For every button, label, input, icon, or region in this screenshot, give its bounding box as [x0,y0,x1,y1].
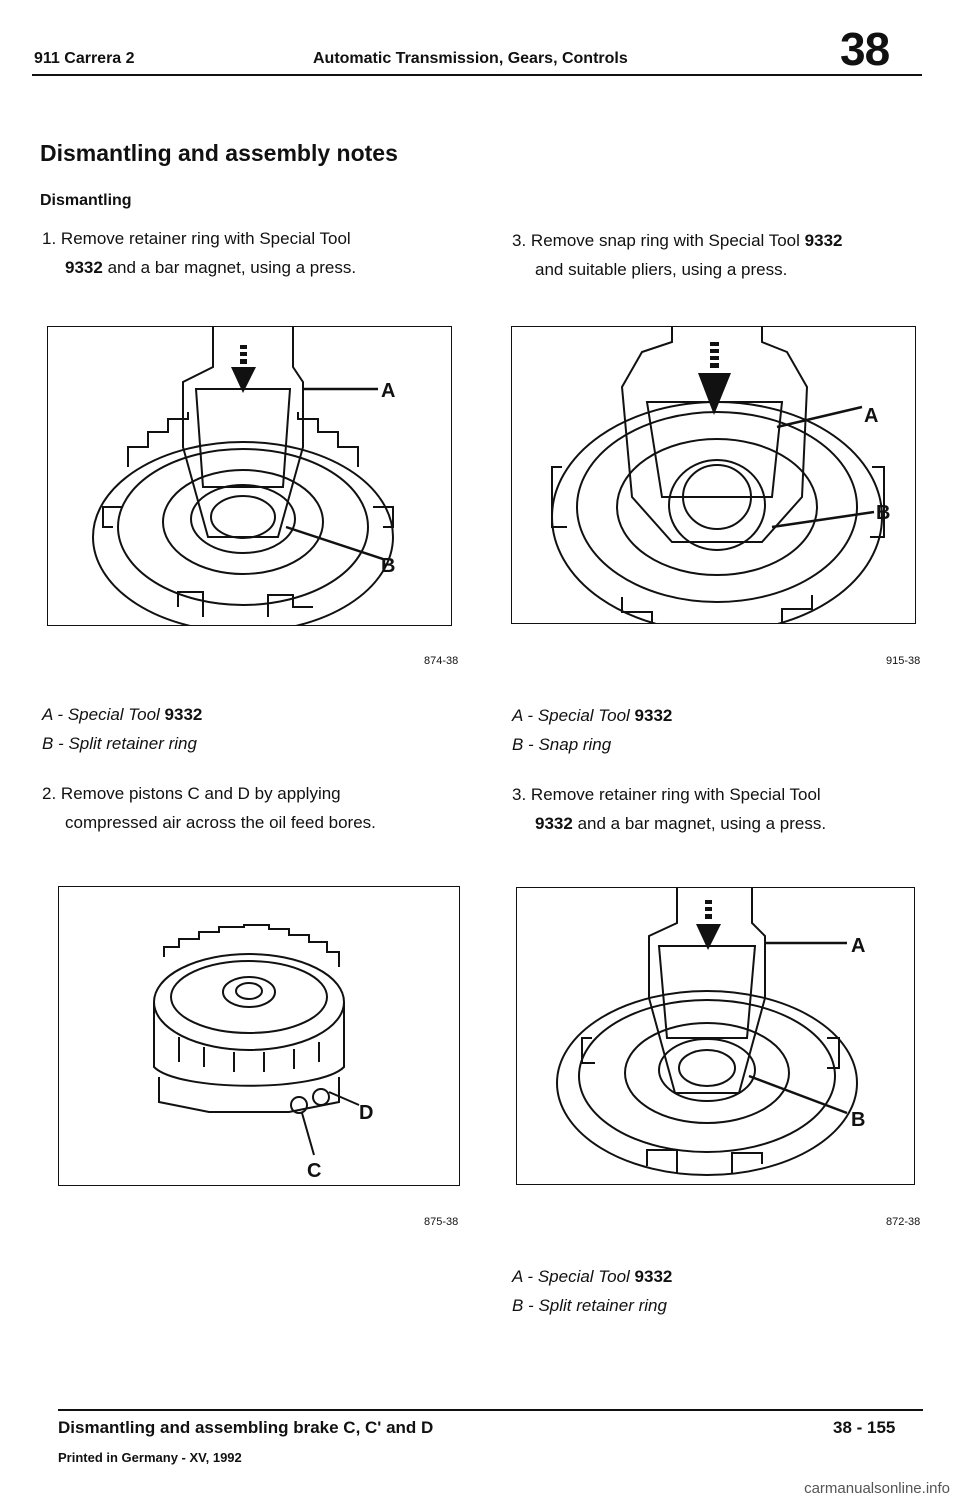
figure-874-38-number: 874-38 [424,655,459,667]
step-3b: 3. Remove retainer ring with Special Too… [512,780,932,838]
caption-915-b: B - Snap ring [512,735,612,754]
figure-872-38: A B [516,887,915,1185]
fig915-label-b: B [876,502,890,524]
figure-875-38-number: 875-38 [424,1216,459,1228]
fig874-label-b: B [381,555,395,577]
caption-872-tool: 9332 [634,1267,673,1286]
caption-874-a: A - Special Tool [42,705,160,724]
fig874-label-a: A [381,380,395,402]
caption-915: A - Special Tool 9332 B - Snap ring [512,701,672,759]
snap-ring-removal-illustration: A B [551,327,890,623]
caption-872-a: A - Special Tool [512,1267,630,1286]
caption-872-b: B - Split retainer ring [512,1296,667,1315]
step-2-line1: Remove pistons C and D by applying [60,784,341,803]
caption-874: A - Special Tool 9332 B - Split retainer… [42,700,202,758]
footer-title: Dismantling and assembling brake C, C' a… [58,1418,434,1437]
caption-915-tool: 9332 [634,706,673,725]
step-2: 2. Remove pistons C and D by applying co… [42,779,482,837]
header-section: Automatic Transmission, Gears, Controls [313,50,628,67]
step-3b-line2: and a bar magnet, using a press. [577,814,827,833]
header-rule [32,74,922,76]
step-3b-line1: Remove retainer ring with Special Tool [530,785,821,804]
caption-915-a: A - Special Tool [512,706,630,725]
piston-removal-illustration: C D [153,924,373,1182]
figure-875-38: C D [58,886,460,1186]
figure-915-38: A B [511,326,916,624]
step-3a-line2: and suitable pliers, using a press. [535,260,788,279]
step-3b-tool: 9332 [535,814,573,833]
caption-874-b: B - Split retainer ring [42,734,197,753]
figure-915-38-number: 915-38 [886,655,921,667]
caption-874-tool: 9332 [164,705,203,724]
fig872-label-b: B [851,1109,865,1131]
header-model: 911 Carrera 2 [34,50,135,67]
figure-874-38: A B [47,326,452,626]
caption-872: A - Special Tool 9332 B - Split retainer… [512,1262,672,1320]
fig875-label-d: D [359,1102,373,1124]
step-1-line1: Remove retainer ring with Special Tool [60,229,351,248]
chapter-number: 38 [840,23,890,75]
step-1-line2: and a bar magnet, using a press. [107,258,357,277]
section-subtitle: Dismantling [40,192,132,209]
fig875-label-c: C [307,1160,321,1182]
step-1-number: 1. [42,229,57,248]
printed-info: Printed in Germany - XV, 1992 [58,1450,242,1465]
footer-rule [58,1409,923,1411]
step-3a-tool: 9332 [804,231,843,250]
step-2-number: 2. [42,784,57,803]
step-3a-number: 3. [512,231,527,250]
fig915-label-a: A [864,405,878,427]
page-title: Dismantling and assembly notes [40,140,398,166]
step-3b-number: 3. [512,785,527,804]
step-3a: 3. Remove snap ring with Special Tool 93… [512,226,932,284]
page-number: 38 - 155 [833,1418,896,1437]
watermark: carmanualsonline.info [804,1480,950,1497]
fig872-label-a: A [851,935,865,957]
step-2-line2: compressed air across the oil feed bores… [65,813,376,832]
step-3a-line1: Remove snap ring with Special Tool [530,231,800,250]
retainer-ring-removal-illustration: A B [92,327,395,625]
step-1: 1. Remove retainer ring with Special Too… [42,224,462,282]
figure-872-38-number: 872-38 [886,1216,921,1228]
retainer-ring-removal-illustration-2: A B [556,888,865,1176]
step-1-tool: 9332 [65,258,103,277]
